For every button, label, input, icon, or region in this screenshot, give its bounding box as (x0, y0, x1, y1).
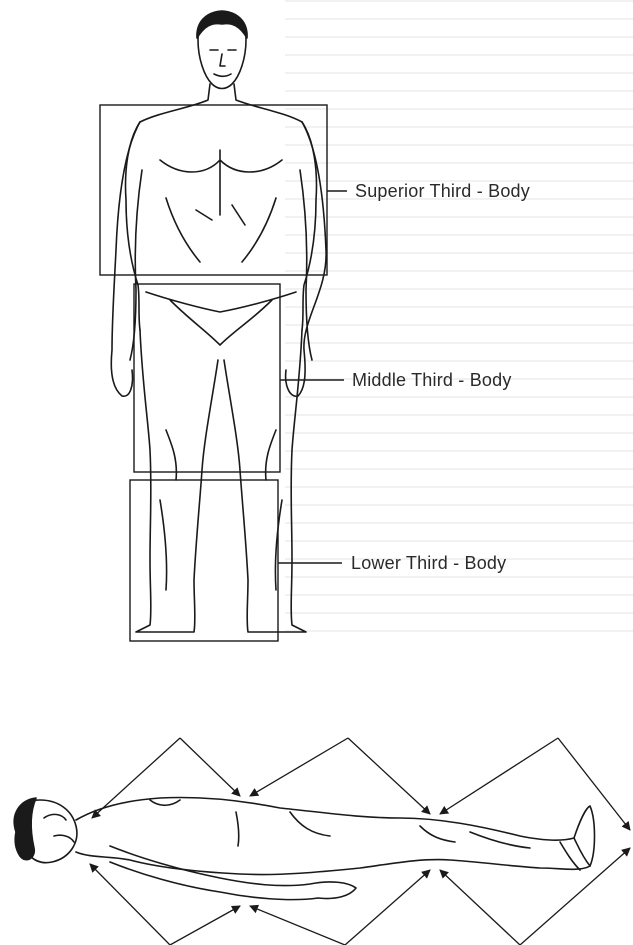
arrow-3 (250, 738, 348, 796)
standing-torso (126, 122, 317, 330)
arrow-1 (92, 738, 180, 818)
arrow-6 (558, 738, 630, 830)
arrow-4 (348, 738, 430, 814)
middle-third-label: Middle Third - Body (352, 370, 512, 391)
standing-pelvis (146, 292, 296, 345)
arrow-7 (90, 864, 170, 945)
supine-figure (14, 797, 594, 899)
lower-third-label: Lower Third - Body (351, 553, 506, 574)
supine-feet (560, 838, 590, 870)
supine-arrows (90, 738, 630, 945)
supine-arm (110, 846, 356, 900)
superior-third-box (100, 105, 327, 275)
arrow-5 (440, 738, 558, 814)
arrow-8 (170, 906, 240, 945)
supine-body-outline (76, 797, 595, 874)
superior-third-label: Superior Third - Body (355, 181, 530, 202)
standing-head (197, 11, 247, 89)
standing-neck (140, 84, 302, 122)
lower-third-box (130, 480, 278, 641)
arrow-10 (345, 870, 430, 945)
standing-right-arm (286, 122, 326, 396)
supine-head (14, 798, 77, 863)
arrow-2 (180, 738, 240, 796)
supine-torso-details (150, 800, 530, 848)
arrow-9 (250, 906, 345, 945)
arrow-11 (440, 870, 520, 945)
arrow-12 (520, 848, 630, 945)
standing-chest-details (160, 150, 282, 262)
standing-figure (111, 11, 326, 632)
